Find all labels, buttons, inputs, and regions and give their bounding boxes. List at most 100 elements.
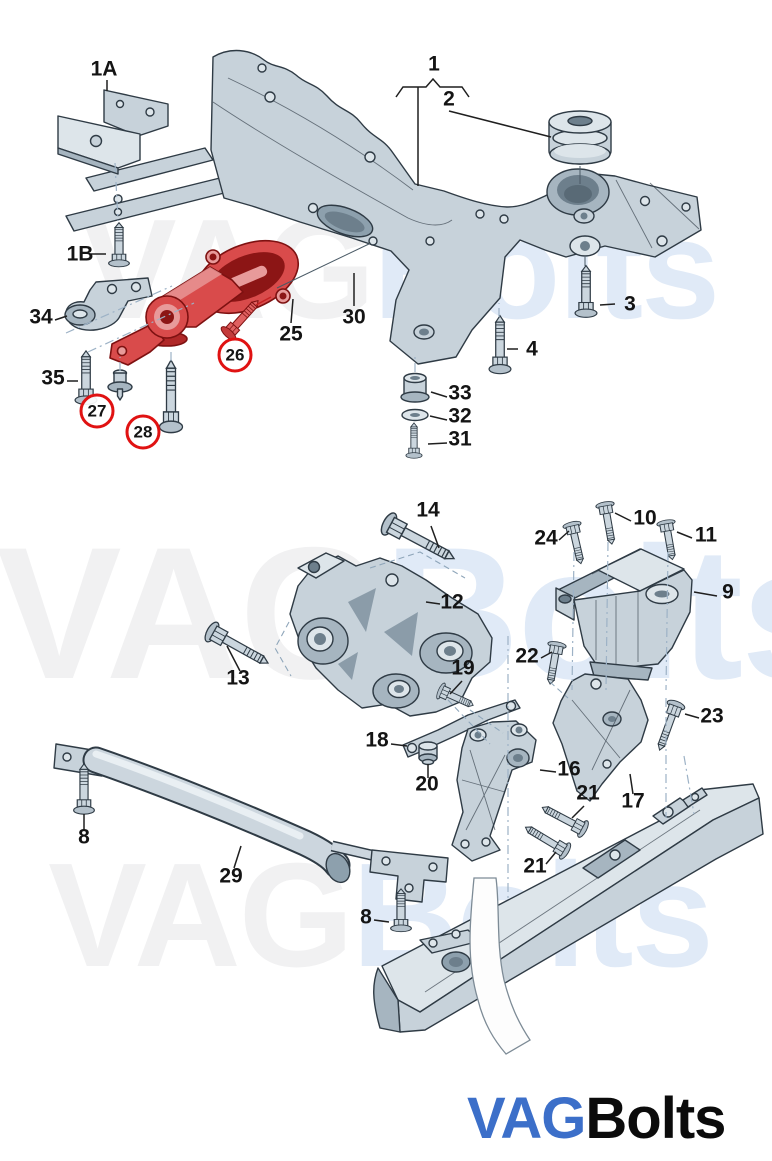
callout-27-9[interactable]: 27 xyxy=(79,393,115,429)
callout-33-11[interactable]: 33 xyxy=(448,382,471,405)
callout-label-22[interactable]: 22 xyxy=(515,645,538,668)
brand-logo-text: VAGBolts xyxy=(467,1086,725,1151)
callout-11-19[interactable]: 11 xyxy=(695,524,718,547)
engine-mount-9 xyxy=(555,548,693,681)
callout-label-17[interactable]: 17 xyxy=(621,790,644,813)
callout-16-27[interactable]: 16 xyxy=(557,758,580,781)
engine-bracket-16 xyxy=(451,720,537,862)
callout-circle-26[interactable] xyxy=(217,337,253,373)
callout-label-10[interactable]: 10 xyxy=(633,507,656,530)
callout-label-3[interactable]: 3 xyxy=(624,293,636,316)
callout-label-23[interactable]: 23 xyxy=(700,705,723,728)
callout-24-18[interactable]: 24 xyxy=(534,527,558,550)
subframe-crossmember-30 xyxy=(210,49,702,365)
bolt-31 xyxy=(405,422,423,459)
callout-label-28[interactable]: 28 xyxy=(134,423,153,442)
callout-2-3[interactable]: 2 xyxy=(443,88,455,111)
callout-label-16[interactable]: 16 xyxy=(557,758,580,781)
nut-20 xyxy=(418,741,438,766)
callout-label-11[interactable]: 11 xyxy=(695,524,718,547)
callout-20-26[interactable]: 20 xyxy=(415,773,438,796)
callout-3-4[interactable]: 3 xyxy=(624,293,636,316)
callout-10-17[interactable]: 10 xyxy=(633,507,656,530)
callout-label-32[interactable]: 32 xyxy=(448,405,471,428)
callout-8-32[interactable]: 8 xyxy=(78,826,90,849)
callout-label-13[interactable]: 13 xyxy=(226,667,249,690)
callout-label-30[interactable]: 30 xyxy=(342,306,365,329)
callout-22-24[interactable]: 22 xyxy=(515,645,538,668)
callout-34-14[interactable]: 34 xyxy=(29,306,53,329)
callout-label-12[interactable]: 12 xyxy=(440,591,463,614)
bolt-27 xyxy=(107,369,133,401)
callout-19-23[interactable]: 19 xyxy=(451,657,474,680)
callout-label-21[interactable]: 21 xyxy=(576,782,600,805)
subframe-assembly-diagram xyxy=(57,49,702,459)
callout-label-25[interactable]: 25 xyxy=(279,323,303,346)
callout-label-33[interactable]: 33 xyxy=(448,382,471,405)
callout-label-27[interactable]: 27 xyxy=(88,402,107,421)
callout-circle-28[interactable] xyxy=(125,414,161,450)
callout-18-25[interactable]: 18 xyxy=(365,729,389,752)
callout-label-8[interactable]: 8 xyxy=(78,826,90,849)
callout-30-6[interactable]: 30 xyxy=(342,306,365,329)
callout-32-12[interactable]: 32 xyxy=(448,405,471,428)
callout-label-26[interactable]: 26 xyxy=(226,346,245,365)
callout-label-31[interactable]: 31 xyxy=(448,428,472,451)
callout-label-21[interactable]: 21 xyxy=(523,855,547,878)
sleeve-33 xyxy=(400,372,430,403)
callout-29-33[interactable]: 29 xyxy=(219,865,242,888)
callout-9-20[interactable]: 9 xyxy=(722,581,734,604)
gearbox-mount-12 xyxy=(289,552,493,717)
callout-1-2[interactable]: 1 xyxy=(428,53,440,76)
construction-lines xyxy=(65,162,695,898)
callout-label-24[interactable]: 24 xyxy=(534,527,558,550)
callout-label-1B[interactable]: 1B xyxy=(67,243,94,266)
bracket-34 xyxy=(64,277,153,331)
engine-bracket-17 xyxy=(552,673,649,802)
brand-logo-vag: VAG xyxy=(467,1086,585,1151)
callout-1B-1[interactable]: 1B xyxy=(67,243,94,266)
callout-26-8[interactable]: 26 xyxy=(217,337,253,373)
callout-4-5[interactable]: 4 xyxy=(526,338,538,361)
callout-21-31[interactable]: 21 xyxy=(523,855,547,878)
callout-label-9[interactable]: 9 xyxy=(722,581,734,604)
callout-21-30[interactable]: 21 xyxy=(576,782,600,805)
callout-label-4[interactable]: 4 xyxy=(526,338,538,361)
callout-label-1[interactable]: 1 xyxy=(428,53,440,76)
callout-label-34[interactable]: 34 xyxy=(29,306,53,329)
callout-28-10[interactable]: 28 xyxy=(125,414,161,450)
callout-label-14[interactable]: 14 xyxy=(416,499,440,522)
callout-label-1A[interactable]: 1A xyxy=(91,58,118,81)
washer-32 xyxy=(401,408,429,422)
callout-14-16[interactable]: 14 xyxy=(416,499,440,522)
callout-label-2[interactable]: 2 xyxy=(443,88,455,111)
callout-label-35[interactable]: 35 xyxy=(41,367,65,390)
brand-logo-bolts: Bolts xyxy=(585,1086,725,1151)
callout-17-29[interactable]: 17 xyxy=(621,790,644,813)
callout-35-15[interactable]: 35 xyxy=(41,367,65,390)
callout-12-21[interactable]: 12 xyxy=(440,591,463,614)
strap-band xyxy=(469,877,531,1055)
callout-label-29[interactable]: 29 xyxy=(219,865,242,888)
brand-logo: VAGBolts xyxy=(467,1086,726,1151)
callout-circle-27[interactable] xyxy=(79,393,115,429)
pendulum-mount-25-highlighted[interactable] xyxy=(109,226,309,366)
callout-1A-0[interactable]: 1A xyxy=(91,58,118,81)
callout-label-20[interactable]: 20 xyxy=(415,773,438,796)
callout-label-8[interactable]: 8 xyxy=(360,906,372,929)
callout-13-22[interactable]: 13 xyxy=(226,667,249,690)
retaining-plate-1a xyxy=(57,89,169,175)
support-tube-29 xyxy=(53,743,449,903)
engine-mounting-diagram xyxy=(53,499,764,1055)
callout-label-18[interactable]: 18 xyxy=(365,729,389,752)
leader-lines xyxy=(54,77,718,923)
carrier-beam xyxy=(373,783,764,1055)
callout-25-7[interactable]: 25 xyxy=(279,323,303,346)
callout-8-34[interactable]: 8 xyxy=(360,906,372,929)
callout-label-19[interactable]: 19 xyxy=(451,657,474,680)
subframe-bushing-2 xyxy=(548,110,612,165)
callout-23-28[interactable]: 23 xyxy=(700,705,723,728)
callout-31-13[interactable]: 31 xyxy=(448,428,472,451)
